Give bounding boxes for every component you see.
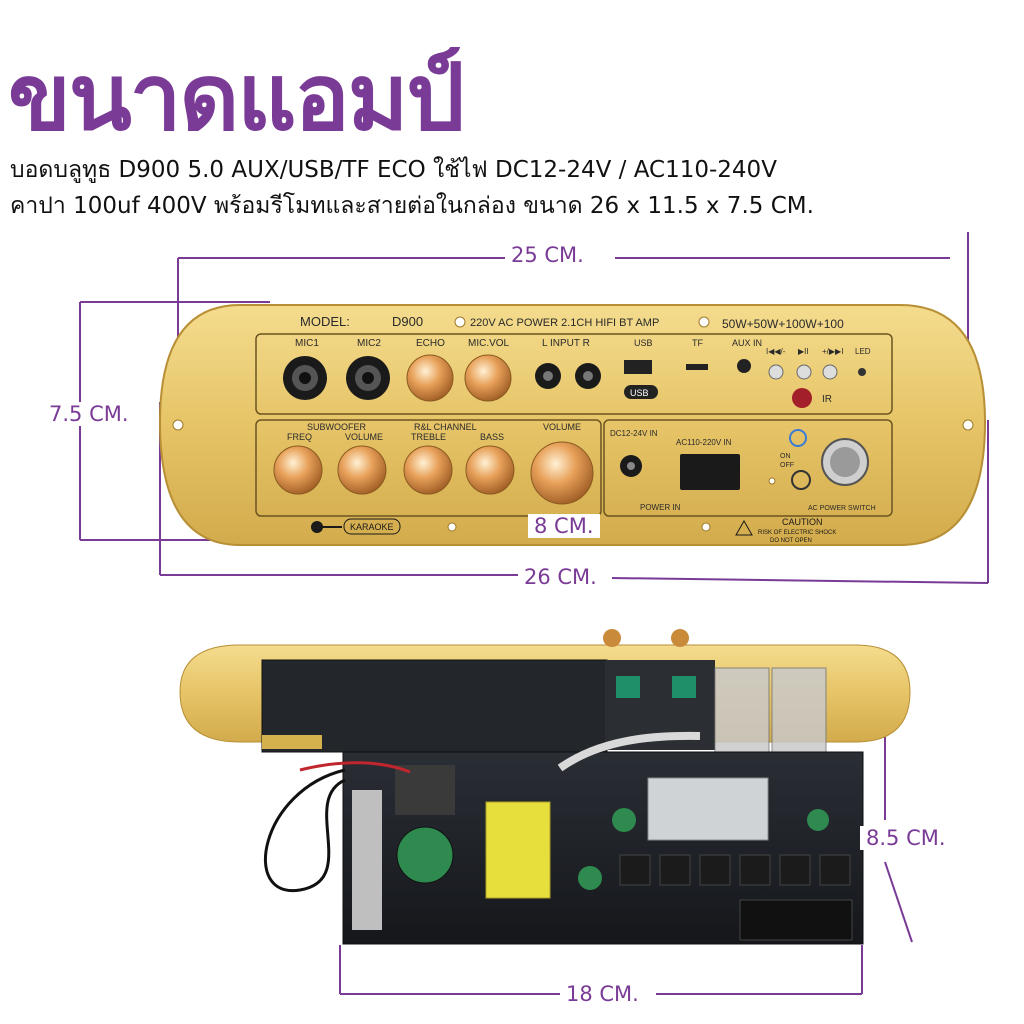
usb-label: USB xyxy=(634,338,653,348)
off-label: OFF xyxy=(780,462,794,469)
board-dimension-lines xyxy=(339,736,913,995)
dimension-bottom-width: 26 CM. xyxy=(518,565,603,589)
mic-vol-label: MIC.VOL xyxy=(468,338,510,349)
power-label: 50W+50W+100W+100 xyxy=(722,317,844,331)
echo-knob xyxy=(406,354,454,402)
mic-vol-knob xyxy=(464,354,512,402)
aux-jack xyxy=(737,359,751,373)
speaker-terminals xyxy=(739,899,853,941)
rca-jack xyxy=(671,629,689,647)
bass-label: BASS xyxy=(480,432,504,442)
amplifier-board xyxy=(179,629,911,945)
master-volume-label: VOLUME xyxy=(543,422,581,432)
power-cable xyxy=(264,768,346,893)
mic-jack-housing xyxy=(771,667,827,755)
sub-volume-knob xyxy=(337,445,387,495)
led-label: LED xyxy=(855,347,871,356)
subwoofer-label: SUBWOOFER xyxy=(307,422,367,432)
caution-label: CAUTION xyxy=(782,517,823,527)
sub-volume-label: VOLUME xyxy=(345,432,383,442)
input-label: L INPUT R xyxy=(542,338,590,349)
play-label: ▶II xyxy=(798,347,809,356)
terminal-block xyxy=(616,676,640,698)
ac-switch-label: AC POWER SWITCH xyxy=(808,505,876,512)
freq-knob xyxy=(273,445,323,495)
ir-receiver xyxy=(792,388,812,408)
terminal-block xyxy=(672,676,696,698)
description-line-1: บอดบลูทูธ D900 5.0 AUX/USB/TF ECO ใช้ไฟ … xyxy=(10,157,777,183)
prev-button xyxy=(768,364,784,380)
led-indicator xyxy=(858,368,866,376)
ir-label: IR xyxy=(822,394,832,405)
spec-label: 220V AC POWER 2.1CH HIFI BT AMP xyxy=(470,317,659,329)
main-heatsink xyxy=(647,777,769,841)
master-volume-knob xyxy=(530,441,594,505)
ac-in-label: AC110-220V IN xyxy=(676,438,732,447)
rca-jack xyxy=(603,629,621,647)
power-off-icon xyxy=(791,470,811,490)
freq-label: FREQ xyxy=(287,432,312,442)
page-title: ขนาดแอมป์ xyxy=(8,44,465,151)
karaoke-label: KARAOKE xyxy=(350,522,394,532)
front-panel: MODEL: D900 220V AC POWER 2.1CH HIFI BT … xyxy=(158,304,987,546)
treble-knob xyxy=(403,445,453,495)
heatsink xyxy=(352,790,382,930)
dimension-board-height: 8.5 CM. xyxy=(860,826,952,850)
rl-channel-label: R&L CHANNEL xyxy=(414,422,477,432)
dimension-top-width: 25 CM. xyxy=(505,243,590,267)
on-label: ON xyxy=(780,453,791,460)
model-name: D900 xyxy=(392,314,423,329)
caution-sub1: RISK OF ELECTRIC SHOCK xyxy=(758,530,836,536)
capacitor xyxy=(396,826,454,884)
power-in-label: POWER IN xyxy=(640,503,681,512)
next-button xyxy=(822,364,838,380)
inductor-row xyxy=(619,854,851,886)
ac-socket xyxy=(680,454,740,490)
mic1-jack xyxy=(283,356,327,400)
mic2-label: MIC2 xyxy=(357,338,381,349)
echo-label: ECHO xyxy=(416,338,445,349)
dimension-height: 7.5 CM. xyxy=(43,402,135,426)
power-on-icon xyxy=(789,429,807,447)
play-button xyxy=(796,364,812,380)
treble-label: TREBLE xyxy=(411,432,446,442)
transformer xyxy=(485,801,551,899)
mic2-jack xyxy=(346,356,390,400)
bass-knob xyxy=(465,445,515,495)
dimension-jack-spacing: 8 CM. xyxy=(528,514,600,538)
tf-slot xyxy=(686,364,708,370)
caution-sub2: DO NOT OPEN xyxy=(770,538,812,544)
dimension-board-width: 18 CM. xyxy=(560,982,645,1006)
next-label: +/▶▶I xyxy=(822,347,843,356)
usb-badge: USB xyxy=(630,388,649,398)
warning-icon xyxy=(735,519,753,536)
description-line-2: คาปา 100uf 400V พร้อมรีโมทและสายต่อในกล่… xyxy=(10,193,814,219)
usb-port xyxy=(624,360,652,374)
prev-label: I◀◀/- xyxy=(766,347,786,356)
tf-label: TF xyxy=(692,338,703,348)
mic-jack-housing xyxy=(714,667,770,755)
aux-in-label: AUX IN xyxy=(732,338,762,348)
dc-in-label: DC12-24V IN xyxy=(610,429,658,438)
mic1-label: MIC1 xyxy=(295,338,319,349)
model-label: MODEL: xyxy=(300,314,350,329)
microphone-icon xyxy=(311,521,323,533)
ribbon-cable xyxy=(557,731,701,772)
